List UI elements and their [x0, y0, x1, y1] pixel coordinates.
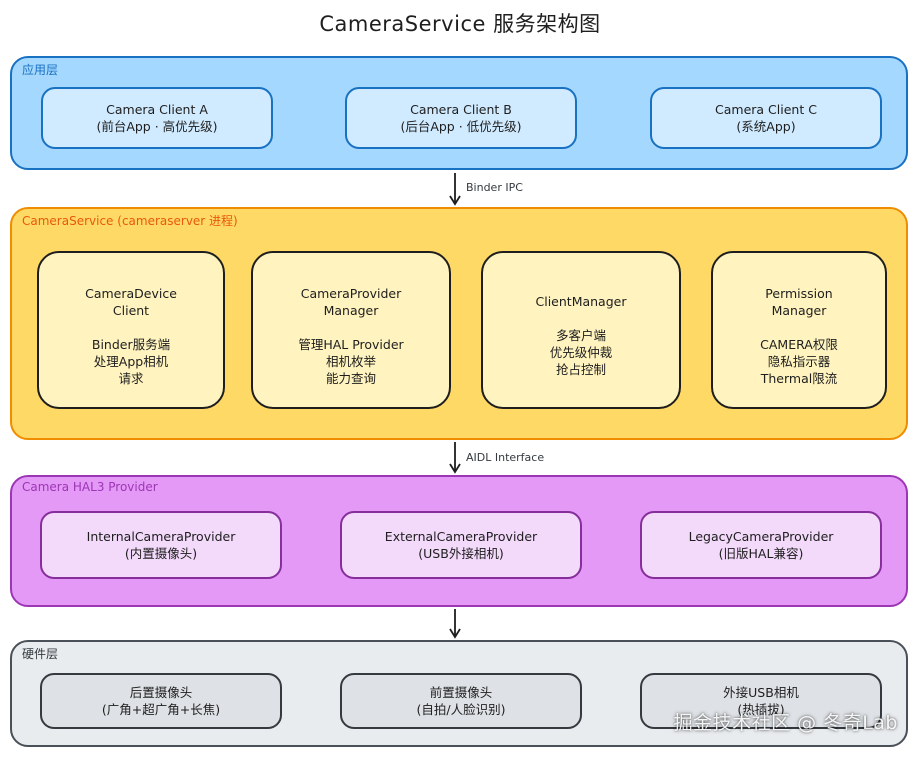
box-title: LegacyCameraProvider — [688, 529, 834, 544]
box-subtitle: (内置摄像头) — [124, 546, 198, 561]
box-subtitle: (自拍/人脸识别) — [416, 702, 506, 717]
box-subtitle: (USB外接相机) — [418, 546, 504, 561]
diagram-title: CameraService 服务架构图 — [319, 12, 601, 36]
box-subtitle: (热插拔) — [737, 702, 785, 717]
box-desc: 隐私指示器 — [767, 354, 831, 369]
hardware-layer-label: 硬件层 — [22, 647, 59, 661]
camera-device-client-box: CameraDevice Client Binder服务端 处理App相机 请求 — [37, 251, 225, 409]
box-title: Manager — [323, 303, 379, 318]
hal-layer-label: Camera HAL3 Provider — [22, 480, 158, 494]
rear-camera-box: 后置摄像头 (广角+超广角+长焦) — [40, 673, 282, 729]
box-title: Manager — [771, 303, 827, 318]
box-title: Camera Client A — [106, 102, 208, 117]
camera-client-c-box: Camera Client C (系统App) — [650, 87, 882, 149]
binder-ipc-arrow — [449, 173, 461, 206]
box-title: Permission — [765, 286, 833, 301]
internal-camera-provider-box: InternalCameraProvider (内置摄像头) — [40, 511, 282, 579]
box-desc: Binder服务端 — [91, 337, 171, 352]
box-desc: 多客户端 — [555, 328, 606, 343]
app-layer: 应用层 Camera Client A (前台App · 高优先级) Camer… — [10, 56, 908, 170]
box-desc: 处理App相机 — [93, 354, 169, 369]
box-title: ExternalCameraProvider — [384, 529, 538, 544]
box-desc: 请求 — [118, 371, 144, 386]
camera-provider-manager-box: CameraProvider Manager 管理HAL Provider 相机… — [251, 251, 451, 409]
external-camera-provider-box: ExternalCameraProvider (USB外接相机) — [340, 511, 582, 579]
camera-hal-layer: Camera HAL3 Provider InternalCameraProvi… — [10, 475, 908, 607]
watermark: 掘金技术社区 @ 冬奇Lab — [673, 712, 898, 734]
camera-client-b-box: Camera Client B (后台App · 低优先级) — [345, 87, 577, 149]
box-desc: 抢占控制 — [555, 362, 606, 377]
box-title: ClientManager — [535, 294, 627, 309]
box-title: InternalCameraProvider — [86, 529, 236, 544]
box-title: 前置摄像头 — [429, 685, 493, 700]
box-desc: 能力查询 — [325, 371, 376, 386]
legacy-camera-provider-box: LegacyCameraProvider (旧版HAL兼容) — [640, 511, 882, 579]
camera-service-layer: CameraService (cameraserver 进程) CameraDe… — [10, 207, 908, 440]
box-title: 后置摄像头 — [129, 685, 193, 700]
box-desc: CAMERA权限 — [760, 337, 838, 352]
box-title: 外接USB相机 — [723, 685, 799, 700]
binder-ipc-label: Binder IPC — [466, 181, 523, 194]
box-subtitle: (后台App · 低优先级) — [400, 119, 522, 134]
box-desc: 管理HAL Provider — [298, 337, 404, 352]
permission-manager-box: Permission Manager CAMERA权限 隐私指示器 Therma… — [711, 251, 887, 409]
box-desc: 相机枚举 — [325, 354, 376, 369]
box-subtitle: (前台App · 高优先级) — [96, 119, 218, 134]
aidl-interface-label: AIDL Interface — [466, 451, 545, 464]
box-desc: Thermal限流 — [760, 371, 838, 386]
hal-to-hardware-arrow — [449, 609, 461, 639]
box-title: Client — [112, 303, 150, 318]
box-title: CameraDevice — [85, 286, 177, 301]
box-subtitle: (系统App) — [736, 119, 796, 134]
aidl-interface-arrow — [449, 442, 461, 474]
box-title: Camera Client C — [715, 102, 817, 117]
box-subtitle: (广角+超广角+长焦) — [101, 702, 221, 717]
hardware-layer: 硬件层 后置摄像头 (广角+超广角+长焦) 前置摄像头 (自拍/人脸识别) 外接… — [10, 640, 908, 747]
app-layer-label: 应用层 — [22, 63, 59, 77]
box-subtitle: (旧版HAL兼容) — [718, 546, 804, 561]
camera-client-a-box: Camera Client A (前台App · 高优先级) — [41, 87, 273, 149]
service-layer-label: CameraService (cameraserver 进程) — [22, 214, 238, 228]
front-camera-box: 前置摄像头 (自拍/人脸识别) — [340, 673, 582, 729]
client-manager-box: ClientManager 多客户端 优先级仲裁 抢占控制 — [481, 251, 681, 409]
usb-camera-box: 外接USB相机 (热插拔) — [640, 673, 882, 729]
box-desc: 优先级仲裁 — [549, 345, 613, 360]
box-title: Camera Client B — [410, 102, 512, 117]
box-title: CameraProvider — [300, 286, 402, 301]
